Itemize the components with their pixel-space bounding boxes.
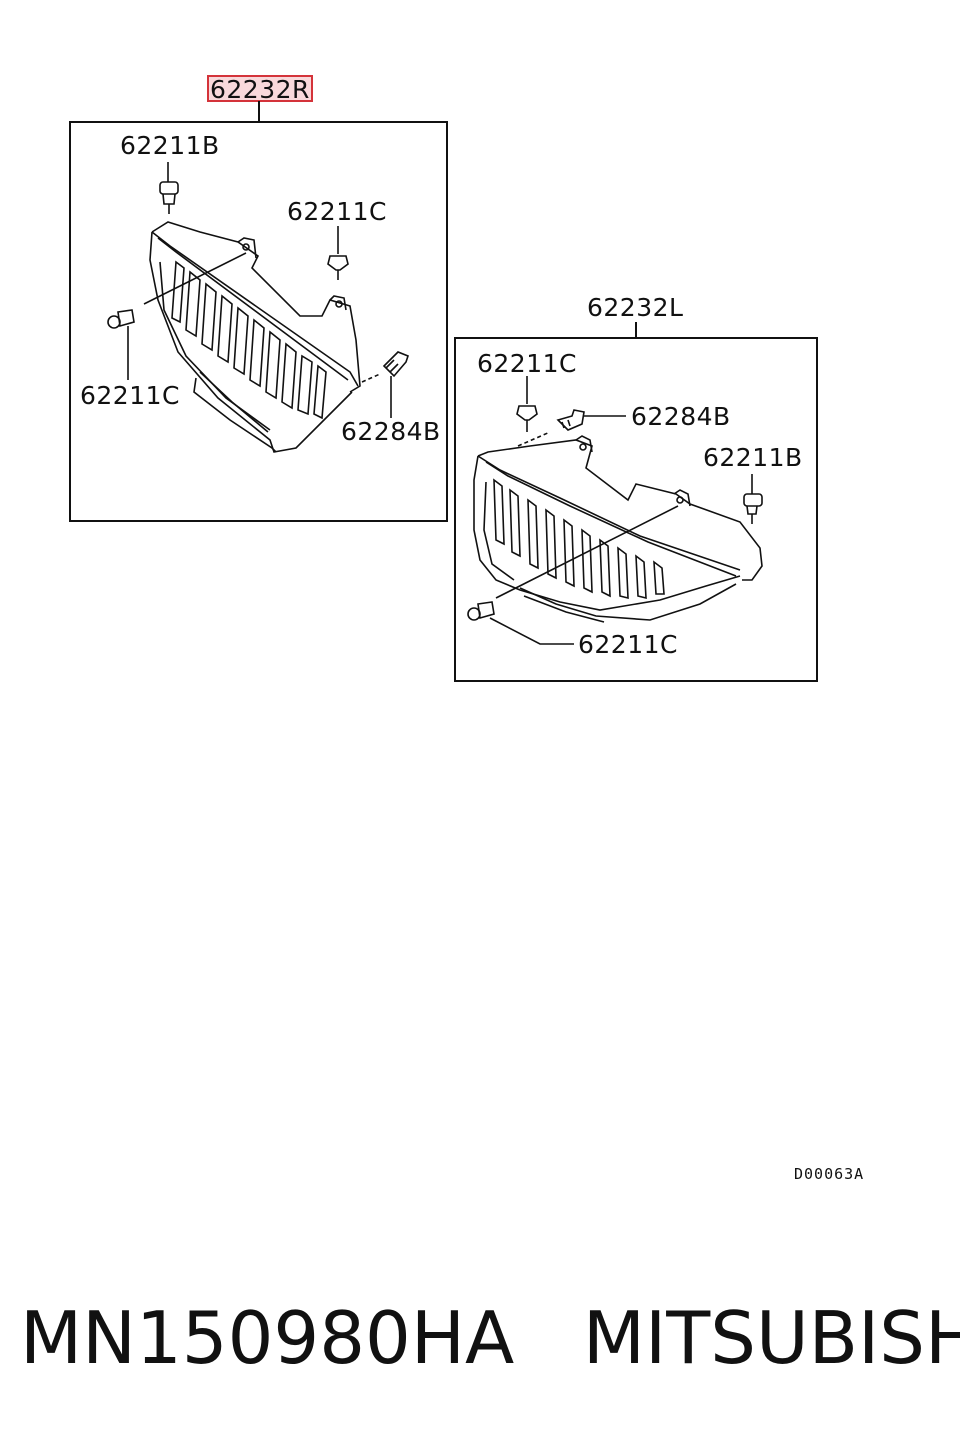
right-callout-62211C-top[interactable]: 62211C xyxy=(287,197,387,226)
left-callout-62211C-bottom[interactable]: 62211C xyxy=(578,630,678,659)
left-callout-62211B[interactable]: 62211B xyxy=(703,443,803,472)
right-callout-62211C-left[interactable]: 62211C xyxy=(80,381,180,410)
left-screw-62284B xyxy=(556,409,626,431)
right-assembly-part-number[interactable]: 62232R xyxy=(210,75,310,104)
part-code: MN150980HA xyxy=(20,1296,515,1380)
left-grille-assembly: 62232L xyxy=(454,293,818,682)
right-assembly-frame xyxy=(69,121,448,522)
right-screw-62284B xyxy=(361,351,409,418)
right-clip-62211C-top xyxy=(327,226,349,280)
left-clip-62211B xyxy=(743,474,763,524)
brand-name: MITSUBISHI xyxy=(582,1296,960,1380)
right-callout-62211B[interactable]: 62211B xyxy=(120,131,220,160)
left-callout-62284B[interactable]: 62284B xyxy=(631,402,731,431)
left-callout-62211C-top[interactable]: 62211C xyxy=(477,349,577,378)
product-caption: MN150980HA MITSUBISHI xyxy=(20,1296,960,1380)
left-assembly-frame xyxy=(454,337,818,682)
left-clip-62211C-top xyxy=(516,376,538,432)
right-callout-62284B[interactable]: 62284B xyxy=(341,417,441,446)
left-grille-illustration xyxy=(473,435,763,623)
right-grille-illustration xyxy=(149,221,361,453)
right-clip-62211C-left xyxy=(107,309,135,380)
drawing-reference: D00063A xyxy=(794,1165,864,1183)
right-grille-assembly: 62232R xyxy=(69,75,448,522)
left-assembly-part-number[interactable]: 62232L xyxy=(587,293,683,322)
left-clip-62211C-bottom xyxy=(467,601,574,645)
right-clip-62211B xyxy=(159,162,179,214)
